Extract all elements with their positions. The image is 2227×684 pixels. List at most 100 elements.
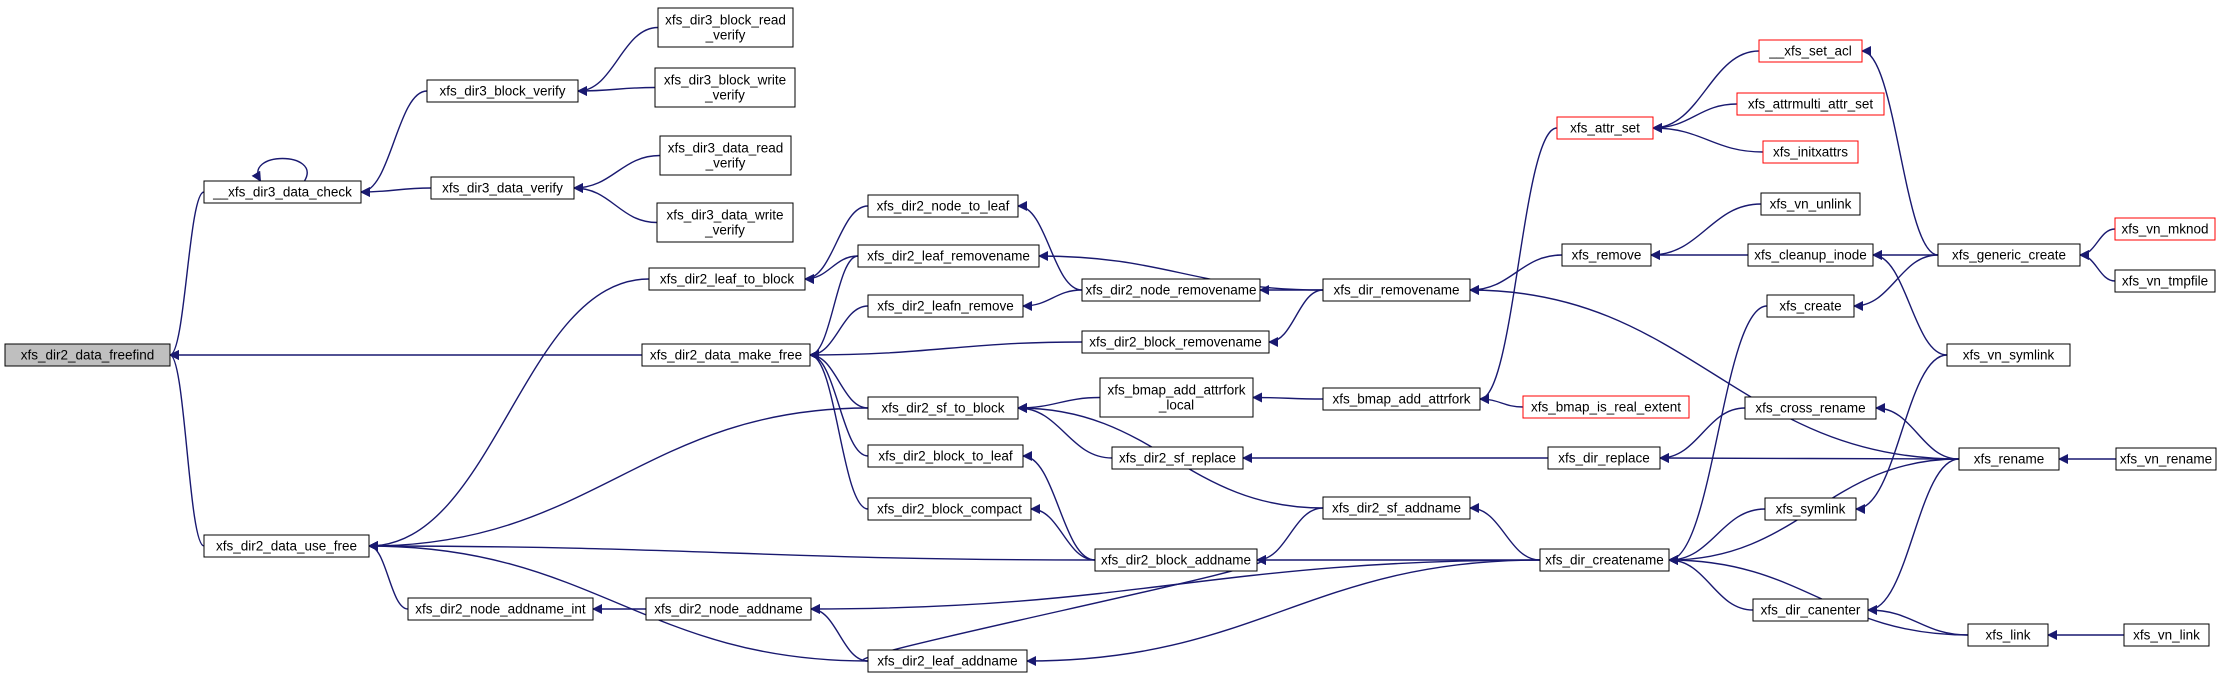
node-symlink[interactable]: xfs_symlink <box>1764 497 1857 521</box>
node-block-read-verify[interactable]: xfs_dir3_block_read_verify <box>657 7 794 48</box>
node-data-check[interactable]: __xfs_dir3_data_check <box>203 180 362 204</box>
call-edge-block_addname-to-block_to_leaf <box>1022 451 1096 561</box>
node-box <box>1322 496 1471 520</box>
node-vn-tmpfile[interactable]: xfs_vn_tmpfile <box>2114 269 2216 293</box>
node-leaf-addname[interactable]: xfs_dir2_leaf_addname <box>867 649 1028 673</box>
node-vn-unlink[interactable]: xfs_vn_unlink <box>1760 192 1861 216</box>
node-box <box>1111 446 1244 470</box>
node-cleanup-inode[interactable]: xfs_cleanup_inode <box>1747 243 1874 267</box>
node-label: xfs_dir3_data_verify <box>442 181 563 196</box>
edges-layer <box>169 26 2124 666</box>
node-attrmulti-attr-set[interactable]: xfs_attrmulti_attr_set <box>1736 92 1885 116</box>
node-block-removename[interactable]: xfs_dir2_block_removename <box>1081 330 1270 354</box>
call-edge-generic_create-to-set_acl <box>1861 46 1939 256</box>
node-data-write-verify[interactable]: xfs_dir3_data_write_verify <box>656 202 794 243</box>
node-dir-removename[interactable]: xfs_dir_removename <box>1322 278 1471 302</box>
node-bmap-is-real-extent[interactable]: xfs_bmap_is_real_extent <box>1522 395 1690 419</box>
node-label: xfs_dir3_data_read <box>668 141 784 156</box>
call-edge-block_write_verify-to-block_verify <box>577 85 656 96</box>
node-sf-replace[interactable]: xfs_dir2_sf_replace <box>1111 446 1244 470</box>
node-data-read-verify[interactable]: xfs_dir3_data_read_verify <box>659 135 792 176</box>
node-box <box>857 244 1040 268</box>
call-edge-attr_set-to-bmap_add_attrfork <box>1479 127 1558 404</box>
node-link[interactable]: xfs_link <box>1967 623 2049 647</box>
call-edge-leaf_to_block-to-use_free <box>368 278 650 551</box>
node-label: xfs_dir2_sf_addname <box>1332 501 1461 516</box>
call-edge-data_check-to-freefind <box>169 191 205 360</box>
node-node-removename[interactable]: xfs_dir2_node_removename <box>1081 278 1261 302</box>
node-box <box>2123 623 2210 647</box>
node-generic-create[interactable]: xfs_generic_create <box>1937 243 2081 267</box>
node-leaf-to-block[interactable]: xfs_dir2_leaf_to_block <box>648 267 806 291</box>
call-edge-node_addname_int-to-use_free <box>368 541 409 610</box>
node-label: _verify <box>705 28 746 43</box>
node-leaf-removename[interactable]: xfs_dir2_leaf_removename <box>857 244 1040 268</box>
node-data-verify[interactable]: xfs_dir3_data_verify <box>430 176 575 200</box>
node-sf-to-block[interactable]: xfs_dir2_sf_to_block <box>867 396 1019 420</box>
call-edge-symlink-to-dir_createname <box>1668 508 1766 565</box>
node-box <box>4 343 171 367</box>
node-node-addname[interactable]: xfs_dir2_node_addname <box>645 597 812 621</box>
node-label: xfs_dir2_data_freefind <box>21 348 155 363</box>
node-vn-symlink[interactable]: xfs_vn_symlink <box>1946 343 2071 367</box>
node-bmap-add-attrfork[interactable]: xfs_bmap_add_attrfork <box>1322 387 1481 411</box>
node-sf-addname[interactable]: xfs_dir2_sf_addname <box>1322 496 1471 520</box>
call-edge-link-to-dir_createname <box>1668 555 1969 636</box>
node-box <box>203 534 370 558</box>
call-edge-leaf_addname-to-node_addname <box>810 604 869 662</box>
call-edge-dir_canenter-to-dir_createname <box>1668 555 1754 611</box>
node-box <box>1937 243 2081 267</box>
node-box <box>430 176 575 200</box>
node-dir-replace[interactable]: xfs_dir_replace <box>1547 446 1661 470</box>
node-block-to-leaf[interactable]: xfs_dir2_block_to_leaf <box>867 444 1024 468</box>
node-leafn-remove[interactable]: xfs_dir2_leafn_remove <box>867 294 1024 318</box>
node-label: xfs_dir2_leaf_addname <box>877 654 1017 669</box>
node-box <box>641 343 811 367</box>
node-label: xfs_dir2_data_make_free <box>650 348 802 363</box>
node-box <box>1539 548 1670 572</box>
node-box <box>1561 243 1652 267</box>
call-edge-vn_symlink-to-cleanup_inode <box>1872 250 1948 356</box>
node-label: xfs_dir2_block_compact <box>877 502 1022 517</box>
node-rename[interactable]: xfs_rename <box>1958 447 2060 471</box>
node-attr-set[interactable]: xfs_attr_set <box>1556 116 1654 140</box>
node-initxattrs[interactable]: xfs_initxattrs <box>1762 140 1859 164</box>
node-block-write-verify[interactable]: xfs_dir3_block_write_verify <box>654 67 796 108</box>
node-block-compact[interactable]: xfs_dir2_block_compact <box>867 497 1032 521</box>
node-cross-rename[interactable]: xfs_cross_rename <box>1744 396 1877 420</box>
node-label: xfs_attrmulti_attr_set <box>1748 97 1874 112</box>
node-bmap-attrfork-local[interactable]: xfs_bmap_add_attrfork_local <box>1099 377 1254 418</box>
node-vn-mknod[interactable]: xfs_vn_mknod <box>2114 217 2216 241</box>
call-edge-attrmulti_attr_set-to-attr_set <box>1652 103 1738 133</box>
node-box <box>203 180 362 204</box>
call-edge-vn_tmpfile-to-generic_create <box>2079 250 2116 282</box>
node-box <box>1758 39 1863 63</box>
node-box <box>407 597 594 621</box>
node-label: xfs_create <box>1779 299 1841 314</box>
node-box <box>656 202 794 243</box>
node-vn-link[interactable]: xfs_vn_link <box>2123 623 2210 647</box>
call-edge-sf_to_block-to-make_free <box>809 350 869 409</box>
node-label: xfs_cross_rename <box>1755 401 1865 416</box>
node-node-addname-int[interactable]: xfs_dir2_node_addname_int <box>407 597 594 621</box>
node-label: xfs_dir2_node_to_leaf <box>877 199 1010 214</box>
node-make-free[interactable]: xfs_dir2_data_make_free <box>641 343 811 367</box>
node-box <box>1752 598 1869 622</box>
node-block-addname[interactable]: xfs_dir2_block_addname <box>1094 548 1258 572</box>
node-dir-canenter[interactable]: xfs_dir_canenter <box>1752 598 1869 622</box>
node-node-to-leaf[interactable]: xfs_dir2_node_to_leaf <box>867 194 1019 218</box>
node-label: xfs_cleanup_inode <box>1754 248 1867 263</box>
node-use-free[interactable]: xfs_dir2_data_use_free <box>203 534 370 558</box>
node-label: xfs_dir2_leaf_removename <box>867 249 1030 264</box>
node-set-acl[interactable]: __xfs_set_acl <box>1758 39 1863 63</box>
call-edge-node_to_leaf-to-leaf_to_block <box>804 205 869 284</box>
node-remove[interactable]: xfs_remove <box>1561 243 1652 267</box>
node-create[interactable]: xfs_create <box>1766 294 1855 318</box>
node-box <box>648 267 806 291</box>
node-label: xfs_symlink <box>1776 502 1846 517</box>
node-dir-createname[interactable]: xfs_dir_createname <box>1539 548 1670 572</box>
node-block-verify[interactable]: xfs_dir3_block_verify <box>426 79 579 103</box>
node-label: xfs_dir_replace <box>1558 451 1650 466</box>
node-freefind[interactable]: xfs_dir2_data_freefind <box>4 343 171 367</box>
node-vn-rename[interactable]: xfs_vn_rename <box>2115 447 2217 471</box>
